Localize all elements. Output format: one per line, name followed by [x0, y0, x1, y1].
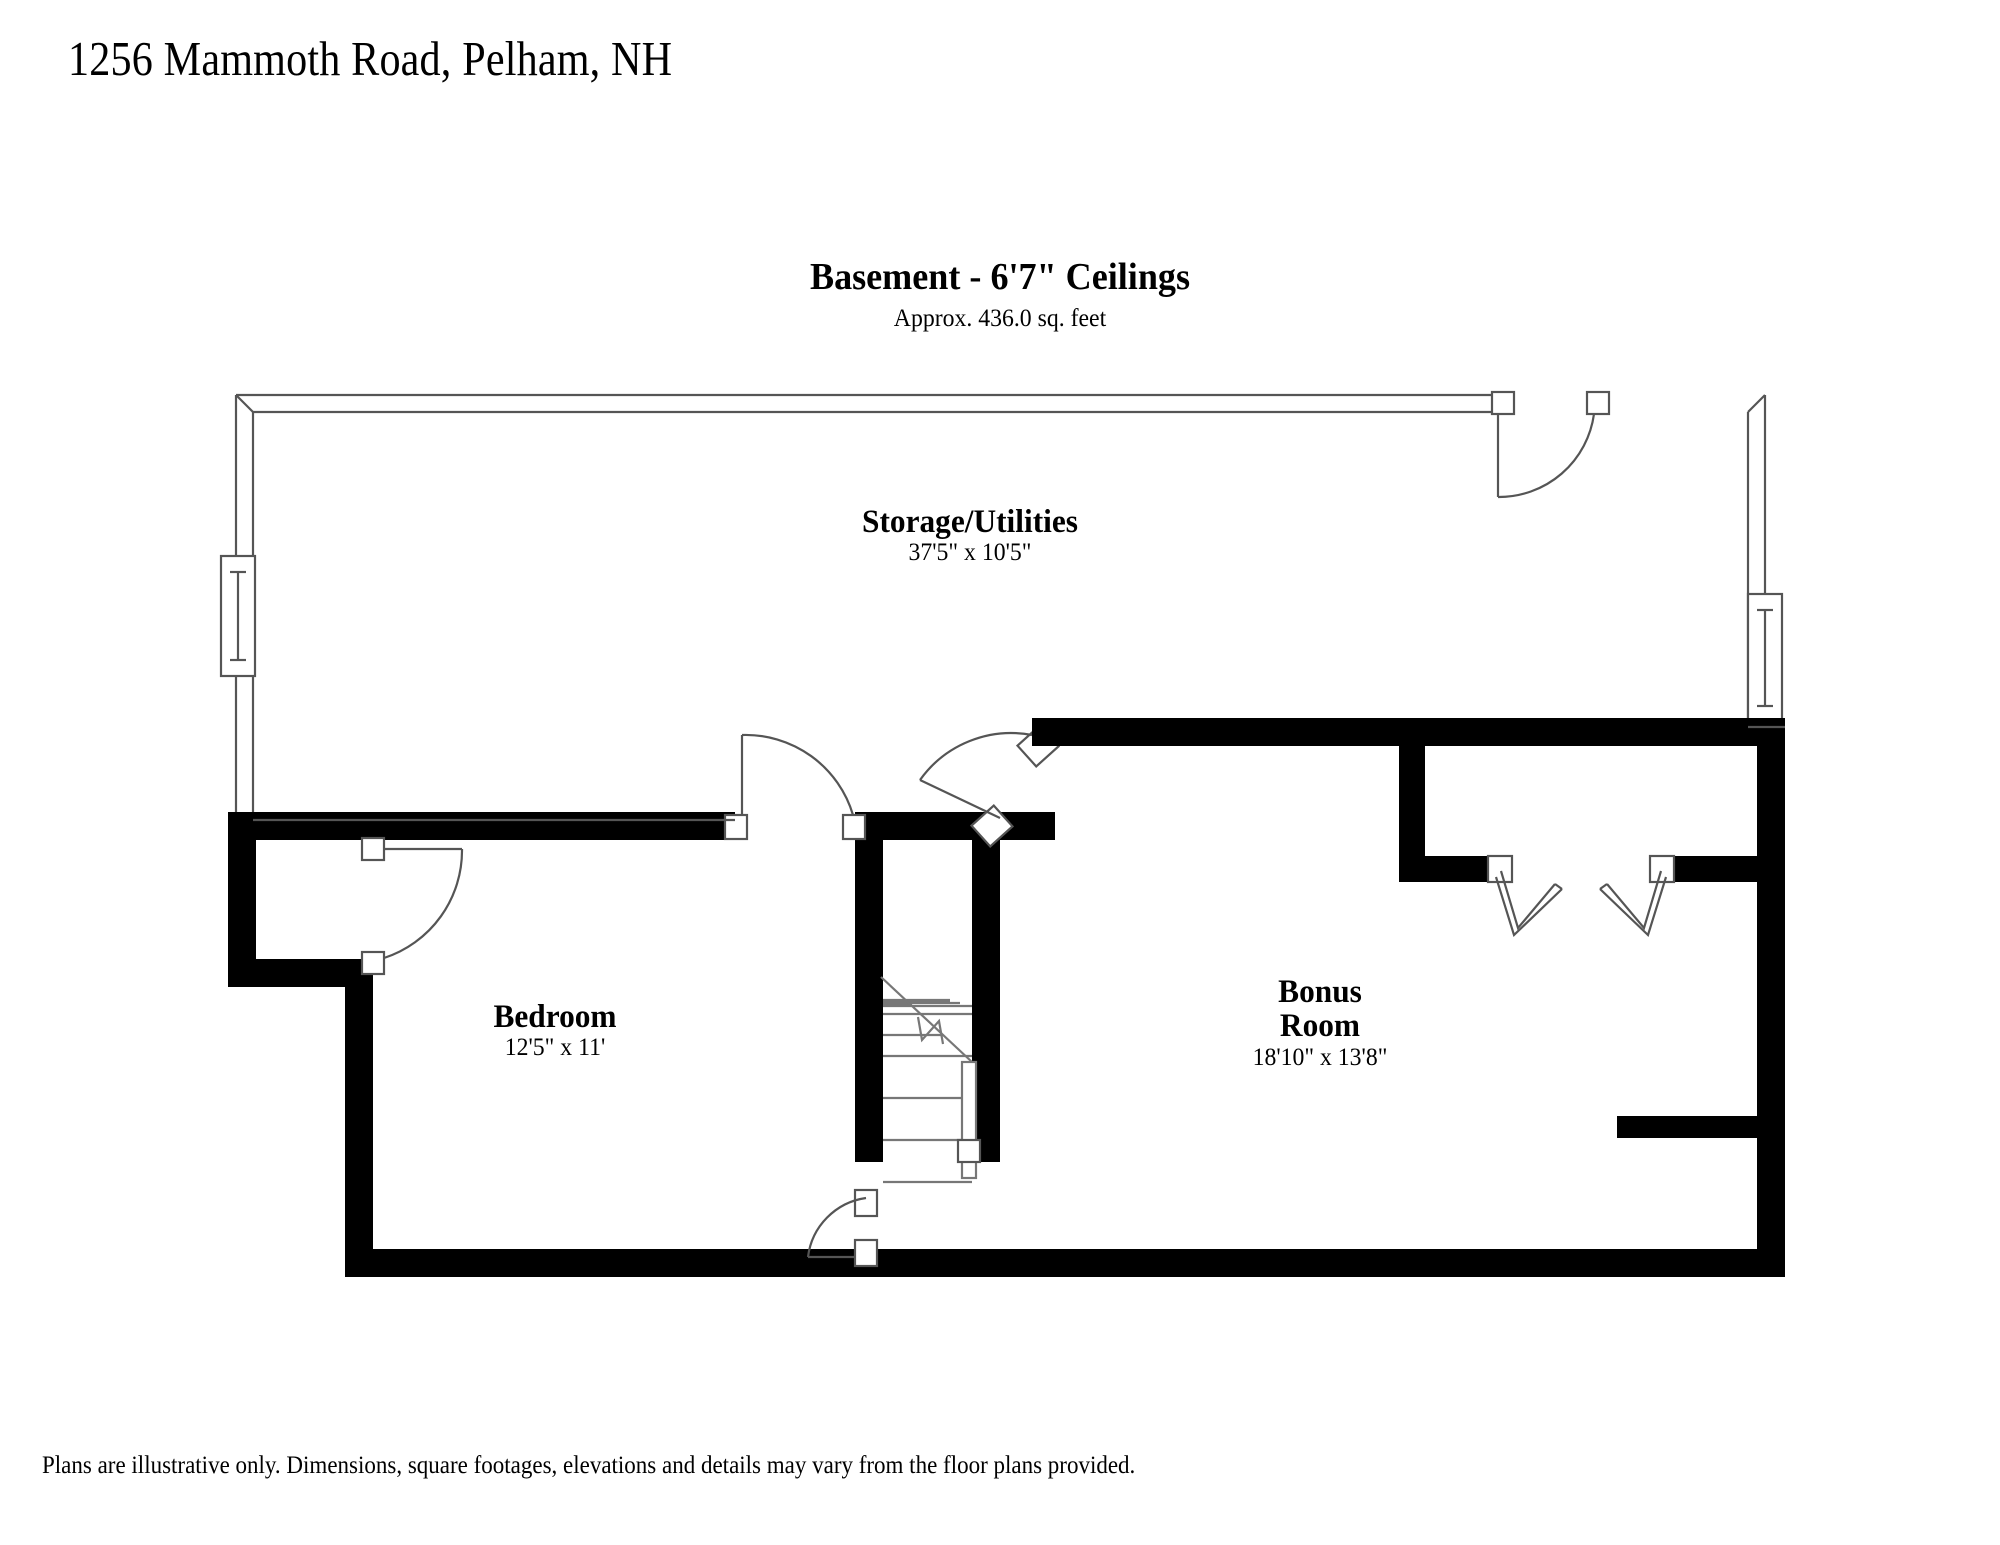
bedroom-left-exterior-wall	[345, 959, 373, 1277]
storage-utilities-walls	[234, 393, 1767, 820]
door-swing-arc	[806, 1196, 867, 1258]
stair-cut-line	[880, 976, 973, 1063]
door-swing-arc	[1497, 413, 1596, 499]
stair-break-symbol	[916, 1016, 945, 1045]
disclaimer-text: Plans are illustrative only. Dimensions,…	[42, 1452, 1136, 1479]
bifold-leaf-right-cap	[1599, 883, 1608, 890]
stair-newel-post	[956, 1138, 982, 1164]
storage-top-right-miter	[1747, 394, 1766, 413]
door-jamb-top	[360, 836, 386, 862]
bedroom-closet-door[interactable]	[360, 836, 464, 976]
stair-top-door[interactable]	[723, 733, 867, 841]
bifold-pivot-right	[1648, 854, 1676, 884]
door-jamb-top	[853, 1188, 879, 1218]
plan-heading: Basement - 6'7" Ceilings	[809, 256, 1191, 298]
storage-top-left-miter	[235, 394, 254, 413]
bonus-closet-bifold-left[interactable]	[1486, 854, 1563, 938]
bonus-closet-bottom-left-stub	[1399, 856, 1500, 882]
bedroom-closet-bottom-wall	[228, 959, 354, 987]
room-dimensions: 18'10" x 13'8"	[1252, 1043, 1388, 1071]
bifold-leaf-left	[1499, 870, 1556, 931]
stair-top-wall	[855, 812, 1055, 840]
door-jamb-left	[1490, 390, 1516, 416]
bifold-leaf-right	[1606, 870, 1663, 931]
storage-bottom-outline	[253, 725, 1785, 822]
room-name-line-2: Room	[1279, 1008, 1361, 1045]
door-jamb-bottom	[853, 1238, 879, 1268]
door-swing-arc	[383, 848, 464, 960]
storage-left-window	[219, 554, 257, 678]
door-jamb-lower	[969, 804, 1015, 848]
room-name: Storage/Utilities	[862, 504, 1078, 540]
door-swing-arc	[919, 732, 1033, 781]
page-title: 1256 Mammoth Road, Pelham, NH	[68, 31, 673, 86]
room-label-bedroom: Bedroom 12'5" x 11'	[355, 1000, 755, 1062]
room-label-storage-utilities: Storage/Utilities 37'5" x 10'5"	[700, 505, 1240, 567]
door-swing-arc	[741, 733, 855, 816]
bedroom-walls	[228, 812, 1785, 1277]
door-jamb-right	[841, 813, 867, 841]
bonus-closet-bottom-right-stub	[1662, 856, 1762, 882]
stair-enclosure-walls	[855, 812, 1055, 1162]
bonus-closet-left-wall	[1399, 732, 1425, 877]
bedroom-closet-left-wall	[228, 812, 256, 987]
room-dimensions: 12'5" x 11'	[504, 1034, 606, 1062]
staircase-with-handrail	[880, 976, 982, 1184]
bonus-room-diagonal-door[interactable]	[919, 724, 1061, 848]
bifold-leaf-left-edge	[1494, 876, 1563, 938]
door-leaf	[919, 779, 1001, 819]
door-jamb-bottom	[360, 950, 386, 976]
storage-right-window	[1746, 592, 1784, 724]
door-jamb-right	[1585, 390, 1611, 416]
bifold-leaf-right-edge	[1599, 876, 1668, 938]
bonus-right-exterior-wall	[1757, 718, 1785, 1277]
room-name: Bedroom	[493, 999, 617, 1035]
storage-exterior-door-top-right[interactable]	[1490, 390, 1611, 499]
bedroom-top-wall	[228, 812, 735, 840]
bonus-lower-wall-stub	[1617, 1116, 1769, 1138]
stair-left-wall	[855, 812, 883, 1162]
bottom-exterior-wall	[345, 1249, 1785, 1277]
plan-subheading: Approx. 436.0 sq. feet	[893, 305, 1107, 332]
door-jamb-left	[723, 813, 749, 841]
bonus-room-walls	[1032, 718, 1785, 1277]
room-label-bonus-room: Bonus Room 18'10" x 13'8"	[1120, 975, 1520, 1072]
bonus-closet-bifold-right[interactable]	[1599, 854, 1676, 938]
stair-bottom-door[interactable]	[806, 1188, 879, 1268]
room-name-line-1: Bonus	[1278, 974, 1362, 1010]
bifold-pivot-left	[1486, 854, 1514, 884]
bifold-leaf-left-cap	[1554, 883, 1563, 890]
room-dimensions: 37'5" x 10'5"	[908, 539, 1032, 567]
